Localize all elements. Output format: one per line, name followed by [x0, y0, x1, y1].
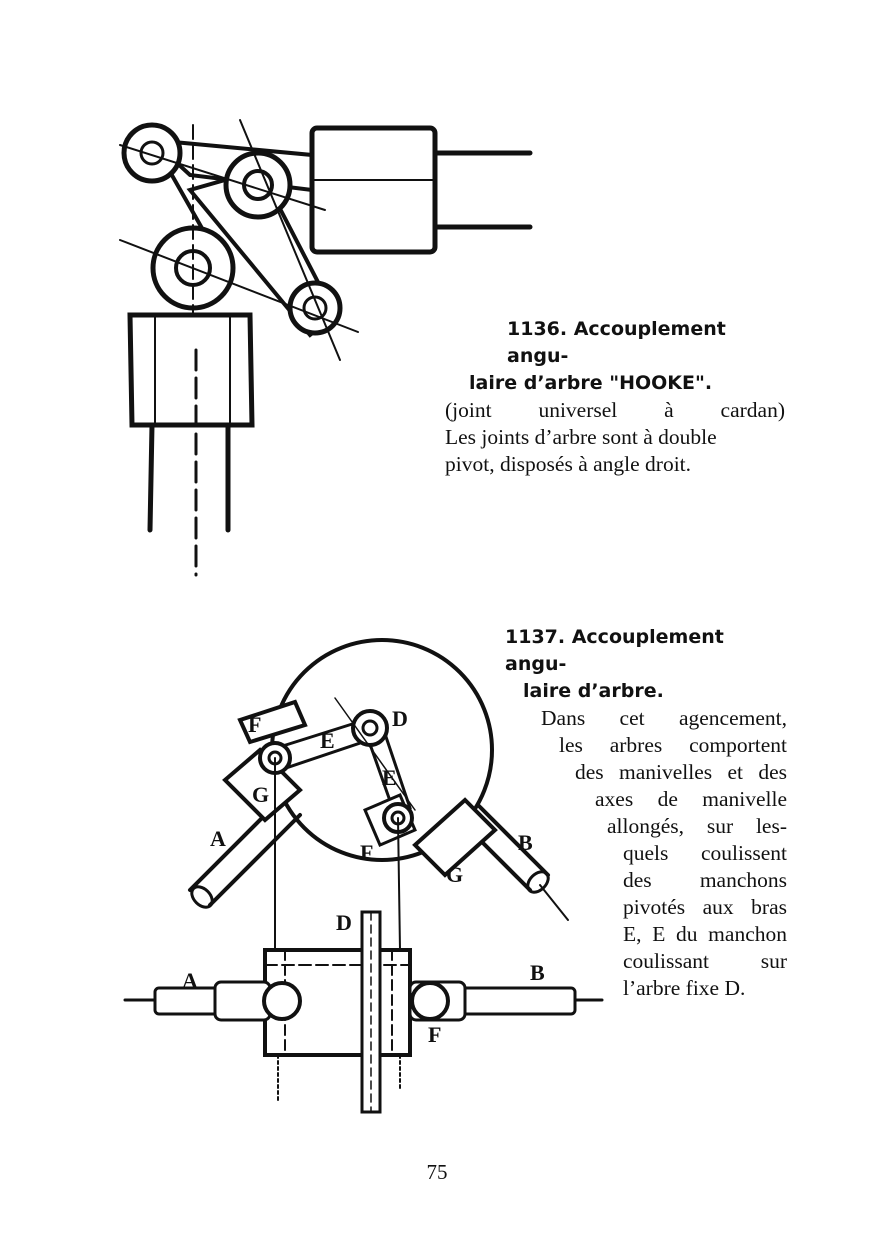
caption-body-line: (joint universel à cardan) [445, 397, 785, 424]
caption-body-line: coulissant sur [623, 948, 787, 975]
caption-word: manchon [708, 922, 787, 946]
caption-word: coulissent [701, 841, 787, 865]
caption-word: bras [751, 895, 787, 919]
caption-word: les- [755, 814, 787, 838]
caption-word: pivotés [623, 895, 686, 919]
label-A: A [210, 826, 226, 851]
caption-word: manivelles [619, 760, 713, 784]
caption-word: comportent [689, 733, 787, 757]
caption-body-line: Les joints d’arbre sont à double [445, 425, 717, 449]
caption-body-line: des manchons [623, 867, 787, 894]
caption-word: allongés, [607, 814, 685, 838]
caption-word: des [575, 760, 604, 784]
caption-word: cet [619, 706, 645, 730]
caption-body-line: allongés, sur les- [607, 813, 787, 840]
label-B: B [530, 960, 545, 985]
caption-word: agencement, [678, 706, 787, 730]
label-B: B [518, 830, 533, 855]
caption-word: des [623, 868, 652, 892]
label-F: F [360, 840, 373, 865]
caption-word: cardan) [720, 398, 785, 422]
caption-body-line: pivot, disposés à angle droit. [445, 452, 692, 476]
caption-word: aux [702, 895, 734, 919]
caption-word: axes [595, 787, 634, 811]
caption-title-line: 1137. Accouplement angu- [505, 626, 724, 675]
caption-word: arbres [609, 733, 663, 757]
caption-word: du [676, 922, 698, 946]
caption-word: à [664, 398, 674, 422]
caption-title-line: 1136. Accouplement angu- [507, 318, 726, 367]
label-E: E [320, 728, 335, 753]
label-E: E [382, 765, 397, 790]
caption-word: E [652, 922, 666, 946]
caption-word: Dans [541, 706, 586, 730]
caption-word: quels [623, 841, 669, 865]
caption-title-line: laire d’arbre "HOOKE". [469, 372, 713, 394]
caption-word: de [657, 787, 678, 811]
label-F: F [248, 712, 261, 737]
caption-word: les [559, 733, 583, 757]
caption-word: universel [538, 398, 618, 422]
caption-title-line: laire d’arbre. [523, 680, 664, 702]
caption-word: (joint [445, 398, 492, 422]
caption-word: E, [623, 922, 642, 946]
caption-word: coulissant [623, 949, 709, 973]
caption-word: des [758, 760, 787, 784]
label-G: G [252, 782, 269, 807]
caption-word: sur [760, 949, 787, 973]
caption-word: l’arbre fixe D. [623, 976, 746, 1000]
caption-word: manivelle [702, 787, 787, 811]
figure-1136-hooke-joint [100, 110, 550, 590]
caption-1137: 1137. Accouplement angu- laire d’arbre. … [505, 624, 787, 1002]
caption-body-line: Dans cet agencement, [541, 705, 787, 732]
caption-body-line: les arbres comportent [559, 732, 787, 759]
caption-1136: 1136. Accouplement angu- laire d’arbre "… [445, 316, 785, 478]
caption-word: et [727, 760, 743, 784]
label-D: D [336, 910, 352, 935]
caption-body-line: quels coulissent [623, 840, 787, 867]
figure-1137-angular-coupling: F E D E G A F B G D A B F [110, 620, 610, 1120]
caption-word: sur [706, 814, 734, 838]
label-D: D [392, 706, 408, 731]
label-G: G [446, 862, 463, 887]
label-F: F [428, 1022, 441, 1047]
caption-body-line: l’arbre fixe D. [623, 975, 787, 1002]
caption-word: manchons [699, 868, 787, 892]
page-number: 75 [426, 1160, 448, 1184]
label-A: A [182, 968, 198, 993]
